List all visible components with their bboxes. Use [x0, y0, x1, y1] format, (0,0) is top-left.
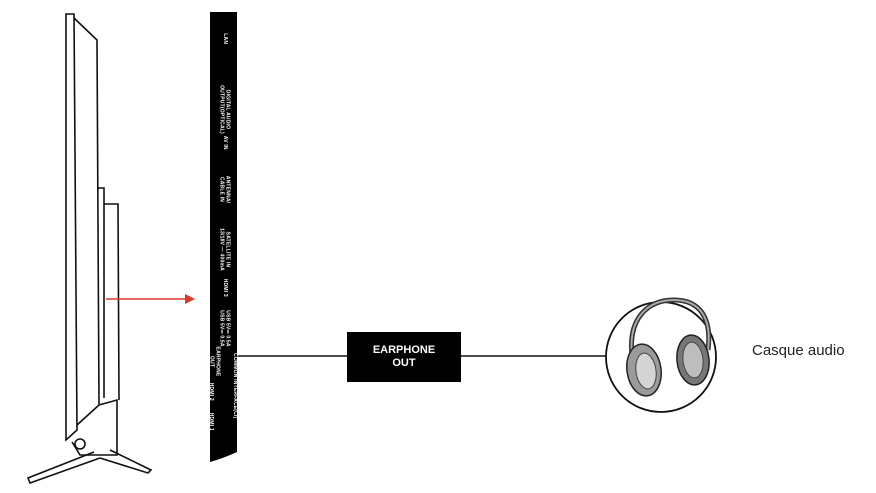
port-label-antenna-cable-in: ANTENNA/ CABLE IN: [219, 175, 231, 204]
port-label-av-in: AV IN: [221, 135, 228, 150]
port-label-hdmi-1: HDMI 1: [207, 412, 214, 431]
port-label-hdmi-3: HDMI 3: [221, 278, 228, 297]
connector-panel: [210, 12, 237, 462]
port-label-lan: LAN: [221, 33, 228, 45]
location-arrow: [106, 294, 195, 304]
port-label-usb: USB 5V⎓ 0.5A USB 5V⎓ 0.5A: [219, 310, 231, 347]
port-label-common-interface: COMMON INTERFACE(CI): [231, 353, 238, 419]
tv-side-view: [26, 13, 153, 485]
earphone-out-line1: EARPHONE: [372, 344, 436, 356]
port-label-hdmi-2: HDMI 2: [207, 382, 214, 401]
headphone-label: Casque audio: [752, 342, 845, 359]
earphone-out-box: EARPHONE OUT: [347, 332, 461, 382]
headphones-icon: [605, 297, 717, 413]
earphone-out-line2: OUT: [392, 357, 416, 369]
